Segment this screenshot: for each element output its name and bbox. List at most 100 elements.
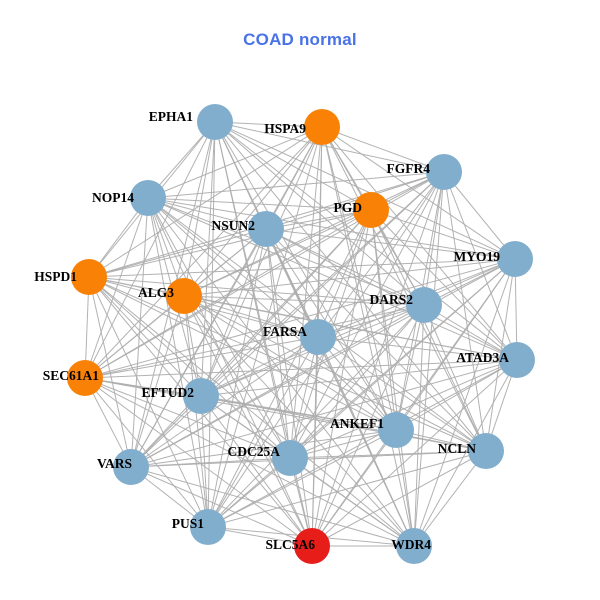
graph-node-eftud2[interactable]: EFTUD2 — [141, 378, 219, 414]
graph-edge — [84, 121, 216, 379]
graph-edge — [84, 295, 185, 379]
graph-edge — [147, 197, 209, 528]
graph-edge — [200, 395, 313, 547]
graph-node-pgd[interactable]: PGD — [334, 192, 390, 228]
graph-edge — [413, 258, 516, 547]
graph-edge — [200, 395, 397, 431]
node-label: PGD — [334, 200, 363, 215]
graph-edge — [88, 276, 132, 468]
graph-edge — [88, 276, 319, 338]
graph-edge — [84, 377, 313, 547]
node-label: NOP14 — [92, 190, 134, 205]
graph-node-fgfr4[interactable]: FGFR4 — [387, 154, 463, 190]
node-circle[interactable] — [294, 528, 330, 564]
node-circle[interactable] — [406, 287, 442, 323]
graph-edge — [88, 276, 425, 306]
graph-edge — [147, 126, 323, 199]
node-circle[interactable] — [353, 192, 389, 228]
graph-node-ankef1[interactable]: ANKEF1 — [330, 412, 414, 448]
graph-node-wdr4[interactable]: WDR4 — [391, 528, 432, 564]
graph-edge — [207, 126, 323, 528]
graph-node-slc5a6[interactable]: SLC5A6 — [265, 528, 330, 564]
node-label: MYO19 — [454, 249, 501, 264]
graph-edge — [317, 209, 372, 338]
graph-node-atad3a[interactable]: ATAD3A — [456, 342, 535, 378]
graph-edge — [265, 171, 445, 230]
node-label: PUS1 — [172, 516, 205, 531]
node-circle[interactable] — [499, 342, 535, 378]
node-circle[interactable] — [71, 259, 107, 295]
node-circle[interactable] — [197, 104, 233, 140]
graph-edge — [130, 466, 415, 547]
graph-edge — [84, 377, 487, 452]
graph-node-vars[interactable]: VARS — [97, 449, 149, 485]
graph-node-dars2[interactable]: DARS2 — [369, 287, 442, 323]
graph-edge — [289, 126, 323, 459]
graph-edge — [84, 359, 518, 379]
graph-edge — [370, 209, 425, 306]
node-circle[interactable] — [426, 154, 462, 190]
node-circle[interactable] — [190, 509, 226, 545]
graph-node-myo19[interactable]: MYO19 — [454, 241, 534, 277]
graph-edge — [207, 450, 487, 528]
node-circle[interactable] — [130, 180, 166, 216]
node-label: NCLN — [438, 441, 477, 456]
graph-edge — [200, 336, 319, 397]
graph-node-farsa[interactable]: FARSA — [263, 319, 336, 355]
graph-edge — [200, 126, 323, 397]
node-label: SEC61A1 — [43, 368, 100, 383]
node-circle[interactable] — [396, 528, 432, 564]
graph-edge — [88, 276, 415, 547]
graph-edge — [84, 197, 149, 379]
graph-edge — [413, 359, 518, 547]
node-circle[interactable] — [183, 378, 219, 414]
graph-edge — [88, 276, 202, 397]
node-circle[interactable] — [166, 278, 202, 314]
graph-node-alg3[interactable]: ALG3 — [138, 278, 202, 314]
graph-node-hspd1[interactable]: HSPD1 — [34, 259, 107, 295]
graph-edge — [200, 395, 209, 528]
graph-node-sec61a1[interactable]: SEC61A1 — [43, 360, 103, 396]
node-circle[interactable] — [497, 241, 533, 277]
node-circle[interactable] — [113, 449, 149, 485]
graph-edge — [443, 171, 487, 452]
graph-edge — [413, 304, 425, 547]
node-label: NSUN2 — [211, 218, 255, 233]
graph-edge — [395, 429, 415, 547]
graph-edge — [311, 171, 445, 547]
graph-edge — [130, 429, 397, 468]
node-circle[interactable] — [378, 412, 414, 448]
graph-edge — [200, 258, 516, 397]
graph-edge — [130, 359, 518, 468]
graph-node-ncln[interactable]: NCLN — [438, 433, 504, 469]
graph-node-hspa9[interactable]: HSPA9 — [264, 109, 340, 145]
graph-node-epha1[interactable]: EPHA1 — [149, 104, 233, 140]
node-label: SLC5A6 — [265, 537, 315, 552]
graph-edge — [289, 336, 319, 459]
graph-node-nop14[interactable]: NOP14 — [92, 180, 166, 216]
graph-edge — [88, 276, 209, 528]
graph-edge — [265, 228, 516, 260]
node-circle[interactable] — [468, 433, 504, 469]
graph-edge — [84, 377, 209, 528]
graph-edge — [183, 295, 291, 459]
node-circle[interactable] — [67, 360, 103, 396]
node-circle[interactable] — [304, 109, 340, 145]
graph-edge — [130, 258, 516, 468]
node-label: EPHA1 — [149, 109, 194, 124]
graph-edge — [130, 295, 185, 468]
node-circle[interactable] — [272, 440, 308, 476]
graph-node-pus1[interactable]: PUS1 — [172, 509, 226, 545]
node-circle[interactable] — [248, 211, 284, 247]
node-circle[interactable] — [300, 319, 336, 355]
graph-edge — [207, 429, 397, 528]
graph-node-cdc25a[interactable]: CDC25A — [228, 440, 309, 476]
graph-edge — [265, 228, 425, 306]
graph-edge — [130, 457, 291, 468]
graph-node-nsun2[interactable]: NSUN2 — [211, 211, 284, 247]
graph-edge — [130, 304, 425, 468]
graph-edge — [311, 429, 397, 547]
